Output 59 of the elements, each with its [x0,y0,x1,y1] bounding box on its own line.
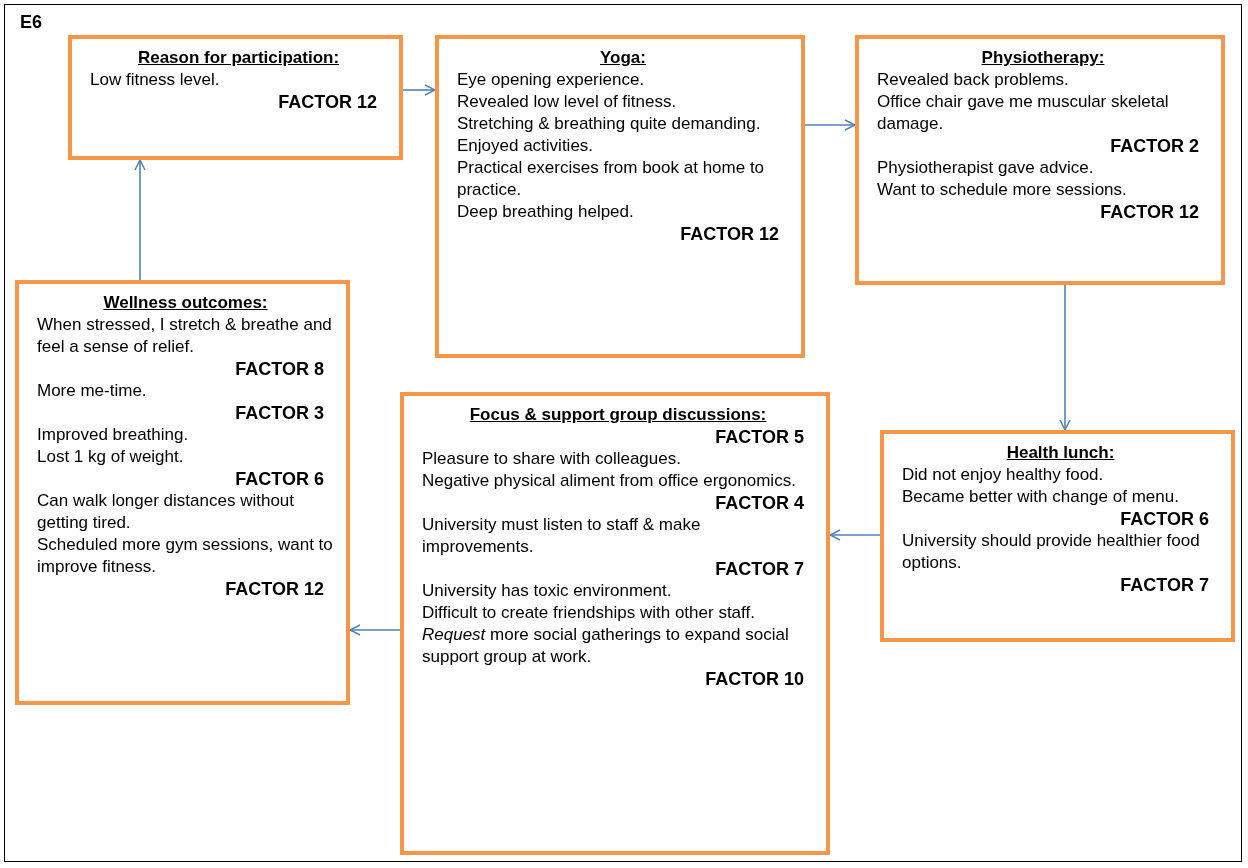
body-text: Deep breathing helped. [457,201,635,223]
factor-label: FACTOR 4 [715,492,804,514]
arrow [1059,284,1071,431]
body-text: Can walk longer distances without getting tired. [37,490,296,534]
arrow [134,159,146,281]
box-heading: Wellness outcomes: [102,292,269,314]
process-box [855,35,1225,285]
body-text: Scheduled more gym sessions, want to improve fitness. [37,534,334,578]
factor-label: FACTOR 12 [225,578,324,600]
figure-label: E6 [20,12,43,33]
factor-label: FACTOR 8 [235,358,324,380]
body-text: Eye opening experience. [457,69,646,91]
factor-label: FACTOR 5 [715,426,804,448]
body-text: Improved breathing. [37,424,190,446]
body-text: University must listen to staff & make improvements. [422,514,702,558]
body-text: Lost 1 kg of weight. [37,446,185,468]
body-text: Became better with change of menu. [902,486,1180,508]
body-text: Revealed low level of fitness. [457,91,678,113]
body-text: More me-time. [37,380,148,402]
body-text: University should provide healthier food options. [902,530,1201,574]
body-text: Low fitness level. [90,69,221,91]
box-heading: Physiotherapy: [980,47,1106,69]
process-box [435,35,805,358]
body-text: Stretching & breathing quite demanding. [457,113,762,135]
arrow [349,624,401,636]
factor-label: FACTOR 6 [235,468,324,490]
arrow [804,119,856,131]
body-text: University has toxic environment. [422,580,673,602]
body-text: Negative physical aliment from office ergonomics. [422,470,797,492]
arrow [829,529,881,541]
box-heading: Health lunch: [1005,442,1116,464]
process-box [15,280,350,705]
factor-label: FACTOR 6 [1120,508,1209,530]
body-text: Office chair gave me muscular skeletal damage. [877,91,1170,135]
box-heading: Focus & support group discussions: [468,404,768,426]
factor-label: FACTOR 12 [1100,201,1199,223]
body-text: Request more social gatherings to expand social support group at work. [422,624,790,668]
process-box [880,430,1235,642]
body-text: Physiotherapist gave advice. [877,157,1095,179]
body-text: Want to schedule more sessions. [877,179,1128,201]
body-text: Difficult to create friendships with other staff. [422,602,756,624]
factor-label: FACTOR 12 [680,223,779,245]
factor-label: FACTOR 2 [1110,135,1199,157]
factor-label: FACTOR 3 [235,402,324,424]
body-text: Pleasure to share with colleagues. [422,448,682,470]
body-text: When stressed, I stretch & breathe and feel a sense of relief. [37,314,333,358]
factor-label: FACTOR 10 [705,668,804,690]
factor-label: FACTOR 12 [278,91,377,113]
process-box [68,35,403,160]
box-heading: Yoga: [599,47,647,69]
body-text: Revealed back problems. [877,69,1070,91]
body-text: Practical exercises from book at home to practice. [457,157,766,201]
arrow [402,84,436,96]
factor-label: FACTOR 7 [1120,574,1209,596]
factor-label: FACTOR 7 [715,558,804,580]
box-heading: Reason for participation: [136,47,341,69]
process-box [400,392,830,855]
body-text: Did not enjoy healthy food. [902,464,1105,486]
body-text: Enjoyed activities. [457,135,595,157]
